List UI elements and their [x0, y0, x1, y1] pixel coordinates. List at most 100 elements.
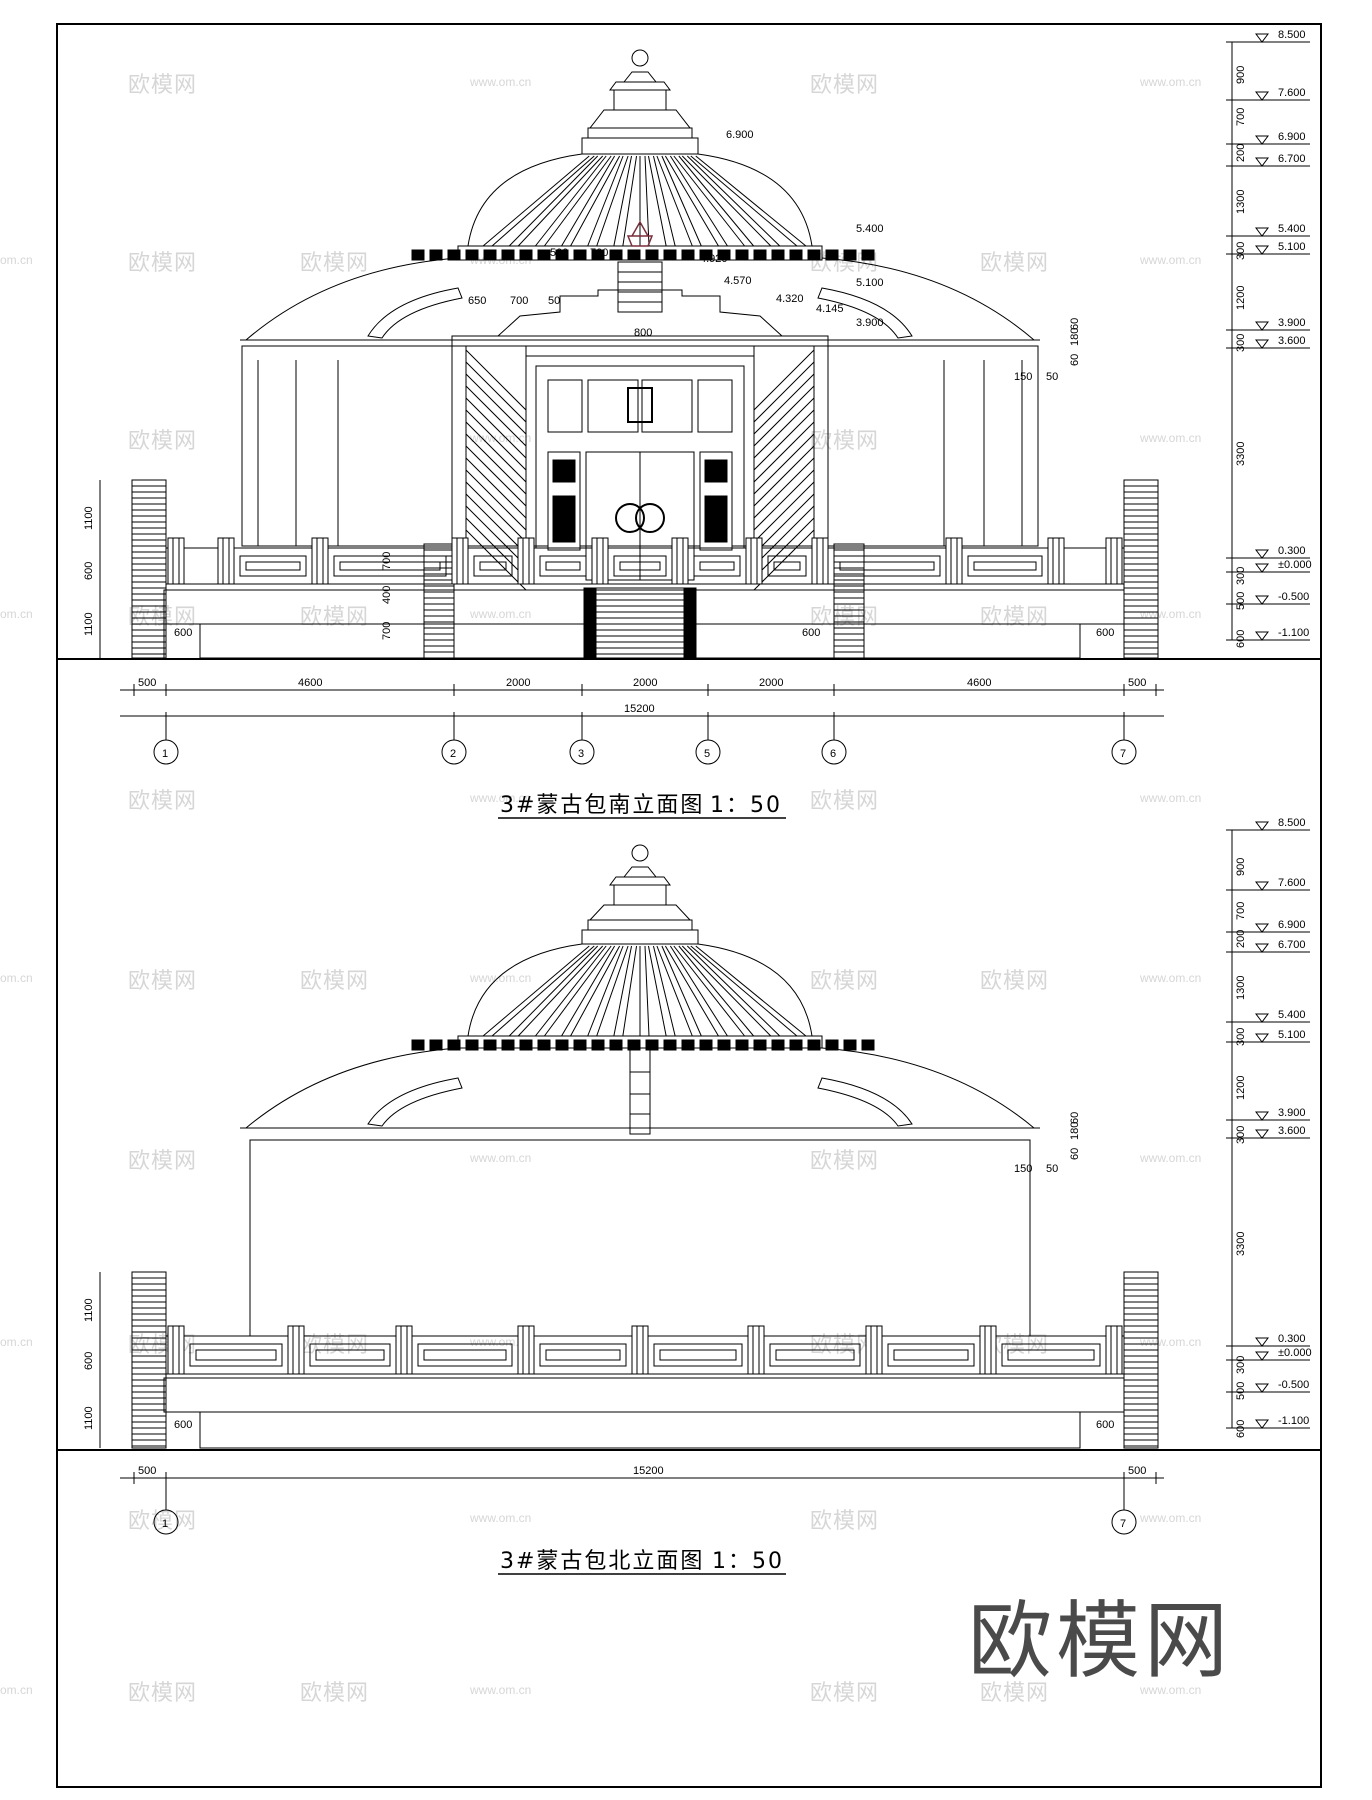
hatch-line: [753, 349, 815, 411]
inner-dim: 180: [1069, 328, 1081, 346]
pylon-left: [131, 479, 167, 659]
watermark-url: www.om.cn: [1139, 75, 1201, 89]
hatch-line: [465, 469, 527, 531]
watermark-url: om.cn: [0, 253, 33, 267]
dome-rib: [570, 155, 621, 247]
eave-tooth: [843, 249, 857, 261]
baluster-post: [1047, 537, 1065, 585]
hatch-line: [753, 409, 815, 471]
eave-tooth: [591, 249, 605, 261]
eave-tooth: [825, 249, 839, 261]
level-triangle: [1255, 321, 1269, 331]
upper-dome-ribs: [482, 155, 807, 247]
hatch-line: [465, 361, 527, 423]
baluster-fret: [839, 561, 935, 571]
n-finial-crown: [609, 866, 671, 886]
level-triangle: [1255, 1129, 1269, 1139]
dome-rib: [517, 155, 604, 247]
watermark-brand: 欧模网: [128, 429, 197, 454]
level-value: ±0.000: [1278, 559, 1312, 571]
eave-tooth: [429, 249, 443, 261]
eave-tooth: [537, 1039, 551, 1051]
dome-rib: [656, 945, 693, 1037]
eave-tooth: [663, 249, 677, 261]
dome-rib: [695, 155, 807, 247]
watermark-brand: 欧模网: [980, 1681, 1049, 1706]
dome-rib: [669, 945, 728, 1037]
eave-tooth: [627, 1039, 641, 1051]
baluster-panel: [1001, 1343, 1101, 1367]
inner-dim: 150: [1014, 371, 1032, 383]
porch-roof: [496, 289, 784, 337]
south-title-block: 3#蒙古包南立面图 1：50: [498, 793, 786, 819]
level-dim: 300: [1235, 334, 1247, 352]
watermark-brand: 欧模网: [810, 1149, 879, 1174]
dome-rib: [517, 945, 604, 1037]
baluster-post: [745, 537, 763, 585]
eave-tooth: [609, 1039, 623, 1051]
dome-rib: [673, 945, 746, 1037]
hatch-line: [465, 373, 527, 435]
dome-rib: [686, 945, 781, 1037]
inner-dim: 50: [1046, 1163, 1058, 1175]
bottom-dim: 500: [138, 677, 156, 689]
dome-rib: [508, 945, 599, 1037]
eave-tooth: [411, 1039, 425, 1051]
eave-tooth: [447, 1039, 461, 1051]
eave-tooth: [609, 249, 623, 261]
left-dim: 1100: [83, 506, 95, 530]
inner-dim: 600: [1096, 627, 1114, 639]
baluster-panel: [539, 555, 587, 577]
level-value: -0.500: [1278, 1379, 1309, 1391]
level-dim: 600: [1235, 630, 1247, 648]
eave-tooth: [537, 249, 551, 261]
eave-tooth: [861, 1039, 875, 1051]
baluster-panel: [693, 555, 741, 577]
dome-rib: [647, 155, 667, 247]
dome-rib: [561, 945, 616, 1037]
level-dim: 3300: [1235, 1232, 1247, 1256]
baluster-post: [311, 537, 329, 585]
eave-tooth: [789, 249, 803, 261]
eave-tooth: [861, 249, 875, 261]
dome-rib: [596, 945, 629, 1037]
dome-rib: [661, 155, 702, 247]
dome-rib: [652, 945, 676, 1037]
watermark-url: om.cn: [0, 1683, 33, 1697]
level-value: ±0.000: [1278, 1347, 1312, 1359]
eave-tooth: [699, 1039, 713, 1051]
north-title-block: 3#蒙古包北立面图 1：50: [498, 1549, 786, 1575]
watermark-url: www.om.cn: [1139, 607, 1201, 621]
axis-bubble: [695, 739, 721, 765]
hatch-line: [753, 493, 815, 555]
dome-rib: [661, 945, 702, 1037]
level-dim: 300: [1235, 1028, 1247, 1046]
hatch-line: [753, 373, 815, 435]
watermark-url: www.om.cn: [1139, 1683, 1201, 1697]
balustrade-panels: [167, 537, 1123, 585]
n-balustrade-panels: [167, 1325, 1123, 1375]
watermark-url: www.om.cn: [469, 607, 531, 621]
door-leaf-right: [639, 451, 695, 581]
level-value: -1.100: [1278, 1415, 1309, 1427]
baluster-post: [631, 1325, 649, 1375]
watermark-url: om.cn: [0, 1335, 33, 1349]
baluster-panel: [769, 1343, 861, 1367]
watermark-brand: 欧模网: [810, 73, 879, 98]
axis-label: 2: [450, 748, 456, 760]
dome-rib: [543, 945, 612, 1037]
dome-rib: [622, 155, 638, 247]
baluster-post: [167, 537, 185, 585]
level-value: 5.100: [1278, 241, 1306, 253]
porch-jamb-hatch: [465, 349, 815, 591]
watermark-layer: 欧模网 www.om.cn 欧模网 www.om.cn 欧模网 www.om.cn 欧模网 w…: [0, 73, 1201, 1706]
eave-tooth: [663, 1039, 677, 1051]
watermark-url: www.om.cn: [469, 1151, 531, 1165]
baluster-fret: [659, 1349, 737, 1361]
baluster-fret: [619, 561, 661, 571]
inner-dim: 600: [802, 627, 820, 639]
axis-bubble: [153, 739, 179, 765]
eave-tooth: [411, 249, 425, 261]
